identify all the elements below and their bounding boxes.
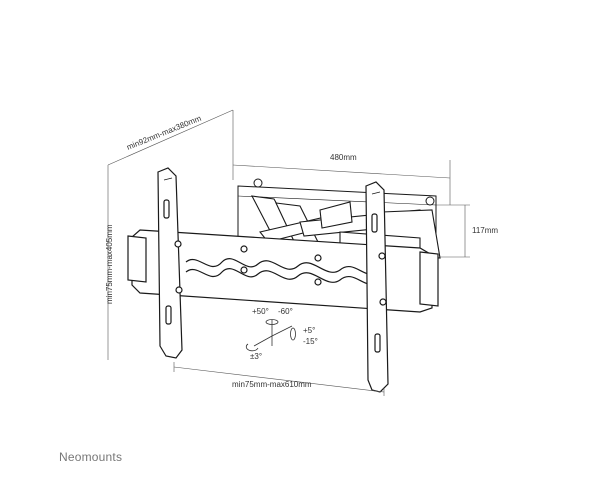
horizontal-range-dimension: min75mm-max610mm [173, 362, 385, 396]
horizontal-range-label: min75mm-max610mm [232, 380, 312, 389]
tilt-up-label: +50° [252, 307, 269, 316]
swivel-minus-label: -15° [303, 337, 318, 346]
swivel-rotation-icon [290, 327, 296, 341]
width-label: 480mm [330, 153, 357, 162]
tilt-rotation-icon [265, 319, 279, 325]
height-right-dimension: 117mm [432, 204, 498, 258]
vertical-range-dimension: min75mm-max405mm [105, 224, 114, 304]
swivel-plus-label: +5° [303, 326, 315, 335]
rotate-label: ±3° [250, 352, 262, 361]
brand-logo-text: Neomounts [59, 450, 123, 464]
rotate-icon [245, 343, 259, 352]
left-vertical-bracket [157, 167, 183, 359]
height-right-label: 117mm [472, 226, 498, 235]
right-vertical-bracket [365, 181, 389, 393]
tilt-swivel-indicator: +50° -60° +5° -15° ±3° [245, 307, 318, 361]
width-dimension: 480mm [232, 153, 451, 205]
tv-rail [127, 229, 439, 313]
depth-label: min92mm-max380mm [125, 114, 202, 152]
tilt-down-label: -60° [278, 307, 293, 316]
vertical-range-label: min75mm-max405mm [105, 224, 114, 304]
